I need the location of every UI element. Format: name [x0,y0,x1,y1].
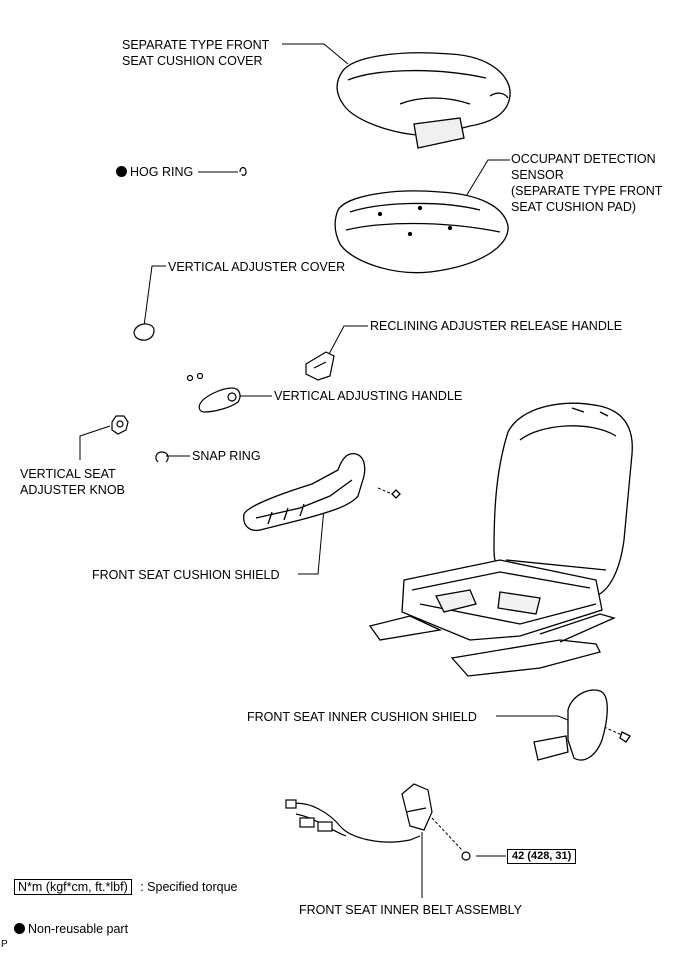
inner-belt-part [285,783,471,861]
vertical-seat-knob-part [111,415,129,435]
label-reclining-handle: RECLINING ADJUSTER RELEASE HANDLE [370,319,623,333]
label-separate-cover: SEPARATE TYPE FRONT SEAT CUSHION COVER [122,37,269,69]
label-vertical-adjusting-handle: VERTICAL ADJUSTING HANDLE [274,389,463,403]
legend-torque-units: N*m (kgf*cm, ft.*lbf) [14,879,132,895]
legend-torque-desc: : Specified torque [140,880,238,894]
label-text: HOG RING [130,165,194,179]
leader-vertical-adjuster-cover [143,265,166,327]
leader-separate-cover [282,43,349,65]
legend-torque: N*m (kgf*cm, ft.*lbf) : Specified torque [14,878,238,896]
nonreusable-dot-icon [116,166,127,177]
label-line: SEAT CUSHION PAD) [511,200,637,214]
label-occupant-sensor: OCCUPANT DETECTION SENSOR (SEPARATE TYPE… [511,151,662,215]
label-line: SEAT CUSHION COVER [122,54,263,68]
label-line: OCCUPANT DETECTION [511,152,656,166]
leader-reclining-handle [327,325,368,357]
legend-nonreusable-text: Non-reusable part [28,922,129,936]
seat-assembly-part [368,402,633,677]
leader-front-shield [298,507,325,575]
legend-nonreusable: Non-reusable part [14,921,128,937]
leader-inner-shield [496,715,569,721]
label-line: ADJUSTER KNOB [20,483,125,497]
label-vertical-adjuster-cover: VERTICAL ADJUSTER COVER [168,260,346,274]
label-inner-belt: FRONT SEAT INNER BELT ASSEMBLY [299,903,522,917]
label-line: SEPARATE TYPE FRONT [122,38,270,52]
nonreusable-dot-icon [14,923,25,934]
hog-ring-part [239,166,247,176]
label-line: (SEPARATE TYPE FRONT [511,184,663,198]
seat-cushion-cover-part [336,52,511,149]
inner-shield-part [533,689,631,761]
front-shield-part [243,452,401,532]
label-snap-ring: SNAP RING [192,449,261,463]
torque-spec-badge: 42 (428, 31) [507,849,577,864]
label-vertical-seat-knob: VERTICAL SEAT ADJUSTER KNOB [20,466,125,498]
label-line: SENSOR [511,168,564,182]
label-hog-ring: HOG RING [116,164,193,180]
vertical-adjuster-cover-part [133,323,155,341]
occupant-sensor-part [334,190,509,274]
vertical-adjusting-handle-part [186,372,241,413]
corner-code: P [1,939,8,950]
label-inner-shield: FRONT SEAT INNER CUSHION SHIELD [247,710,477,724]
leader-occupant-sensor [464,159,510,199]
snap-ring-part [155,451,169,463]
label-front-shield: FRONT SEAT CUSHION SHIELD [92,568,280,582]
reclining-handle-part [305,351,335,381]
label-line: VERTICAL SEAT [20,467,116,481]
leader-vertical-seat-knob [79,425,111,460]
